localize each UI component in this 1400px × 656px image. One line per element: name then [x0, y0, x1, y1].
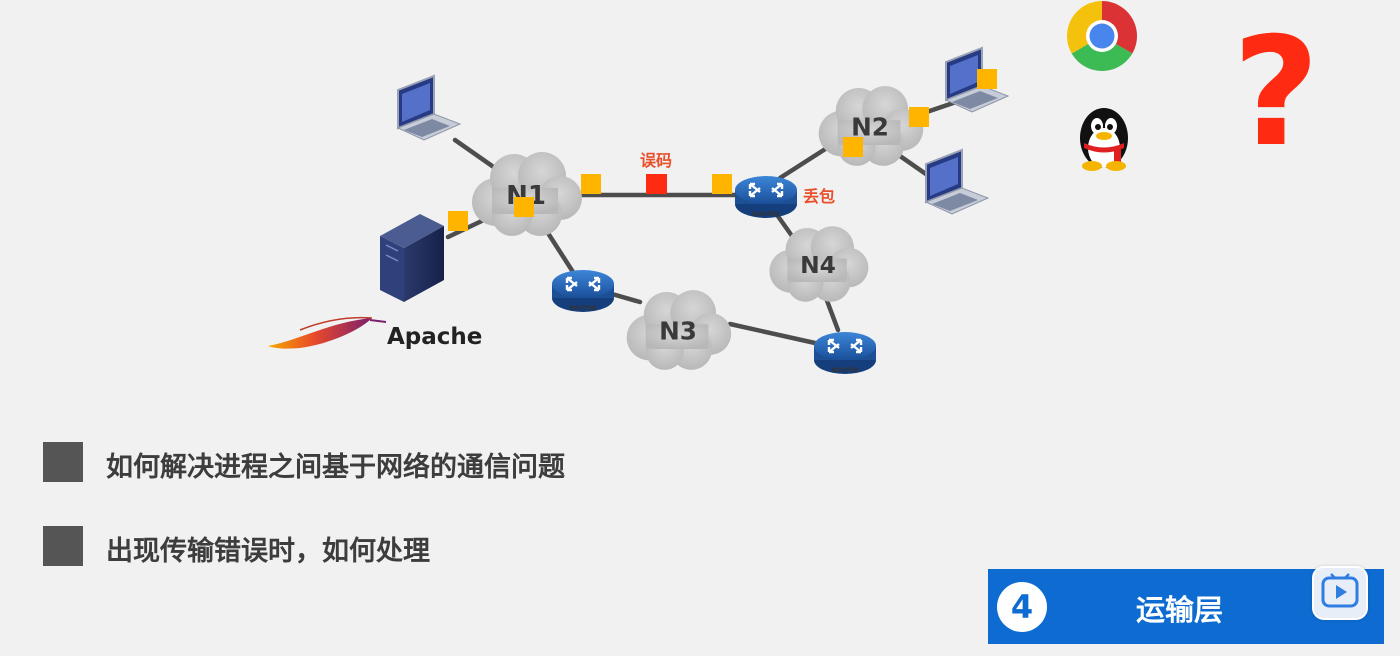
packet-square: [977, 69, 997, 89]
link-laptop1-n1: [452, 137, 498, 171]
bullet-text-1: 如何解决进程之间基于网络的通信问题: [106, 452, 565, 483]
svg-text:ROUTER: ROUTER: [831, 367, 859, 374]
svg-text:N2: N2: [851, 113, 889, 142]
chapter-banner: 4 运输层: [988, 569, 1384, 644]
apache-feather-logo: [268, 316, 387, 349]
error-packet-square: [646, 174, 667, 194]
svg-text:N3: N3: [659, 317, 697, 346]
svg-text:N4: N4: [800, 251, 836, 279]
apache-label: Apache: [387, 324, 482, 350]
chrome-icon: [1067, 1, 1137, 71]
play-button[interactable]: [1312, 566, 1368, 620]
router-1: ROUTER: [550, 268, 616, 314]
chapter-number: 4: [997, 582, 1047, 632]
cloud-n4: N4: [769, 226, 869, 302]
chapter-title: 运输层: [1136, 593, 1224, 627]
router-2: ROUTER: [733, 174, 799, 220]
svg-text:ROUTER: ROUTER: [569, 305, 597, 312]
packet-square: [581, 174, 601, 194]
link-router2-n2: [777, 143, 833, 181]
link-router1-n3: [609, 291, 643, 305]
laptop-icon-1: [397, 75, 461, 141]
packets: [448, 69, 997, 231]
packet-square: [448, 211, 468, 231]
server-icon: [380, 214, 444, 302]
packet-square: [712, 174, 732, 194]
packet-square: [514, 197, 534, 217]
play-icon: [1321, 573, 1359, 608]
packet-square: [843, 137, 863, 157]
loss-tag: 丢包: [803, 187, 835, 206]
svg-text:ROUTER: ROUTER: [752, 211, 780, 218]
cloud-n2: N2: [818, 86, 924, 166]
link-n4-router3: [823, 295, 841, 333]
network-diagram: N1 N2 N3 N4 ROUTER ROUTER ROUTER: [268, 1, 1320, 376]
qq-penguin-icon: [1080, 108, 1128, 171]
laptop-icon-3: [925, 149, 989, 215]
bullet-square: [43, 526, 83, 566]
error-tag: 误码: [640, 151, 672, 170]
packet-square: [909, 107, 929, 127]
question-mark: ?: [1232, 6, 1319, 180]
cloud-n3: N3: [626, 290, 732, 370]
router-3: ROUTER: [812, 330, 878, 376]
link-n3-router3: [727, 321, 818, 346]
bullet-square: [43, 442, 83, 482]
bullet-text-2: 出现传输错误时，如何处理: [106, 536, 430, 567]
link-n1-router1: [543, 227, 576, 275]
